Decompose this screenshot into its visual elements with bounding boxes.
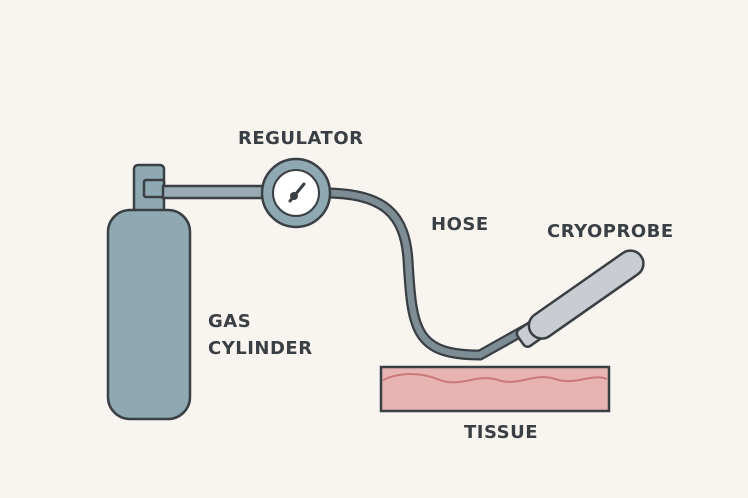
connector-pipe — [161, 184, 267, 200]
hose — [319, 187, 536, 361]
cryoprobe-label: CRYOPROBE — [547, 221, 674, 242]
gas-cylinder — [106, 163, 192, 421]
gas-cylinder-label: GAS CYLINDER — [208, 308, 313, 362]
regulator — [260, 157, 332, 229]
hose-label: HOSE — [431, 214, 489, 235]
gas-cylinder-label-line1: GAS — [208, 311, 252, 332]
regulator-label: REGULATOR — [238, 128, 364, 149]
gas-cylinder-label-line2: CYLINDER — [208, 338, 313, 359]
tissue-block — [379, 365, 611, 413]
cryoprobe — [515, 249, 645, 348]
tissue-label: TISSUE — [464, 422, 539, 443]
